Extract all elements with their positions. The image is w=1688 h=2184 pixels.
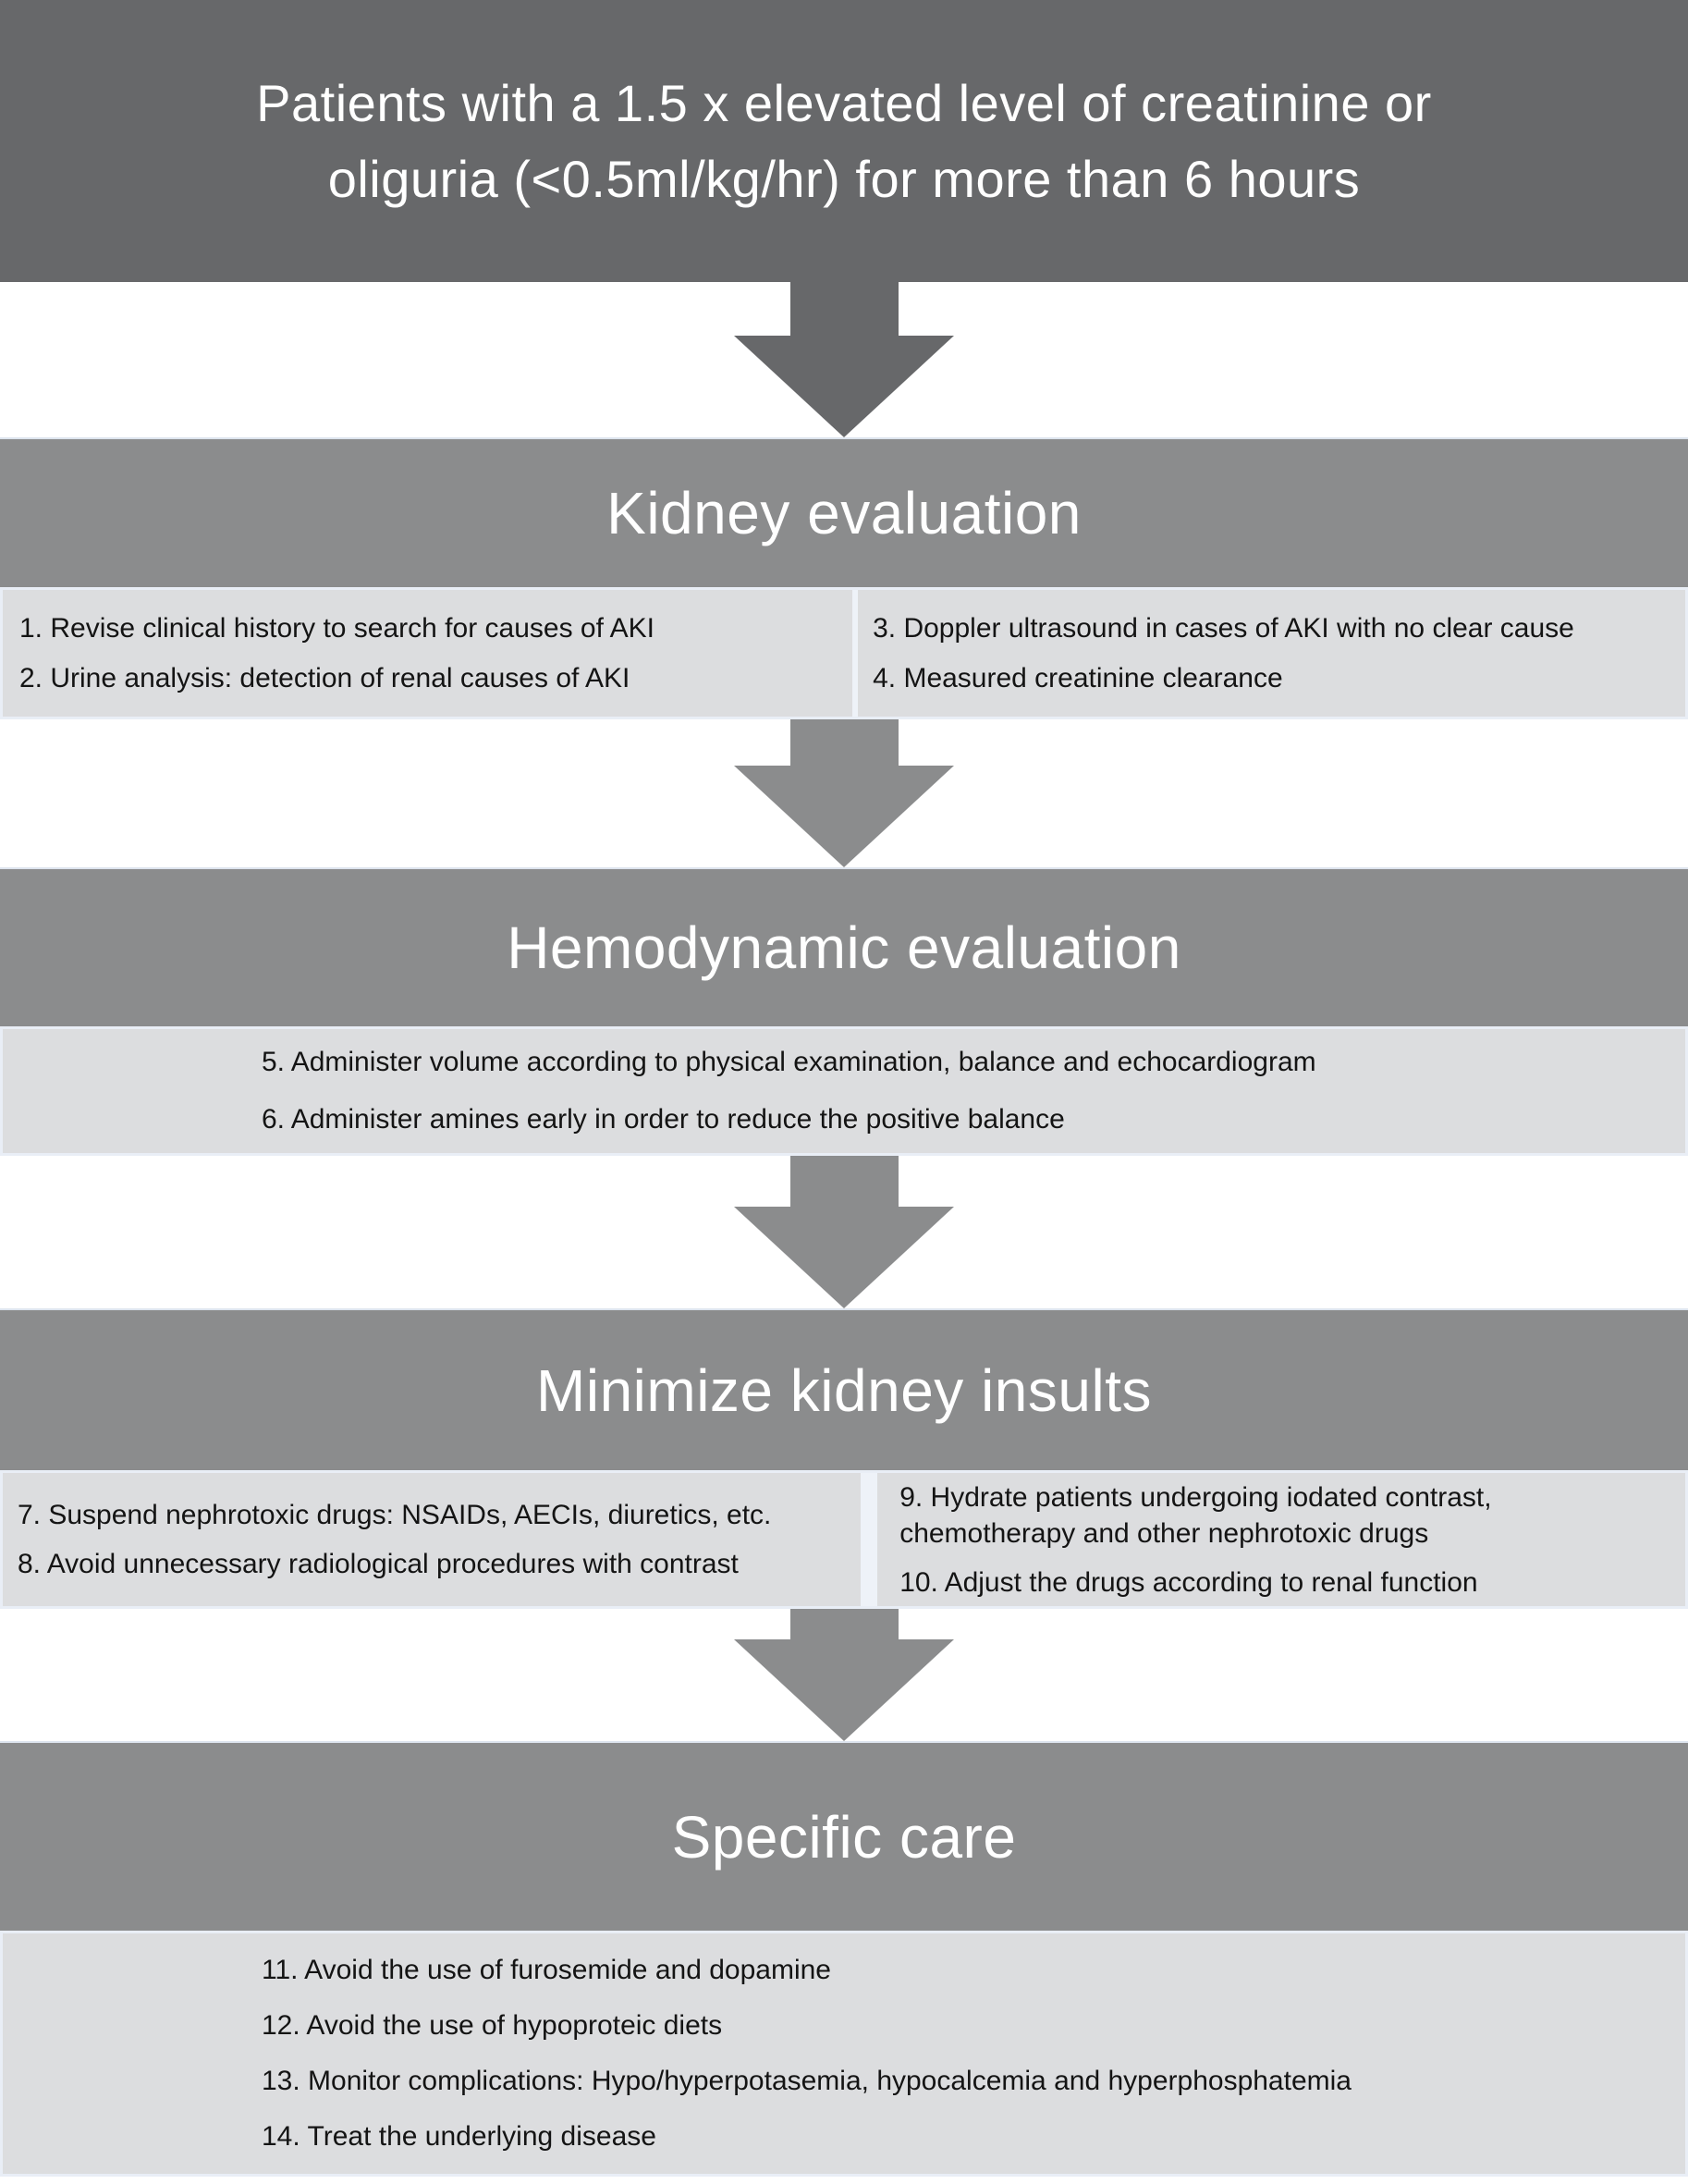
arrow-stem bbox=[789, 282, 899, 336]
step-item-6: 6. Administer amines early in order to r… bbox=[262, 1104, 1065, 1135]
down-arrow-icon bbox=[734, 1609, 954, 1741]
stage-2-items-box: 5. Administer volume according to physic… bbox=[0, 1026, 1688, 1156]
step-item-12: 12. Avoid the use of hypoproteic diets bbox=[262, 2010, 723, 2041]
step-item-10: 10. Adjust the drugs according to renal … bbox=[899, 1566, 1478, 1598]
stage-4-column: 11. Avoid the use of furosemide and dopa… bbox=[3, 1933, 1685, 2174]
start-node: Patients with a 1.5 x elevated level of … bbox=[0, 0, 1688, 282]
step-item-9: 9. Hydrate patients undergoing iodated c… bbox=[899, 1481, 1492, 1549]
stage-1-columns: 1. Revise clinical history to search for… bbox=[3, 590, 1685, 717]
step-item-1: 1. Revise clinical history to search for… bbox=[19, 612, 654, 644]
step-item-11: 11. Avoid the use of furosemide and dopa… bbox=[262, 1955, 831, 1985]
arrow-head bbox=[734, 766, 954, 867]
down-arrow-icon bbox=[734, 282, 954, 437]
stage-4-title: Specific care bbox=[671, 1803, 1017, 1871]
down-arrow-icon bbox=[734, 1156, 954, 1308]
arrow-head bbox=[734, 1639, 954, 1741]
down-arrow-icon bbox=[734, 719, 954, 867]
stage-3-columns: 7. Suspend nephrotoxic drugs: NSAIDs, AE… bbox=[3, 1473, 1685, 1606]
stage-1-items-box: 1. Revise clinical history to search for… bbox=[0, 587, 1688, 719]
stage-3-band: Minimize kidney insults bbox=[0, 1308, 1688, 1470]
step-item-8: 8. Avoid unnecessary radiological proced… bbox=[18, 1549, 739, 1579]
stage-1-title: Kidney evaluation bbox=[606, 480, 1082, 546]
stage-1-column-right: 3. Doppler ultrasound in cases of AKI wi… bbox=[852, 590, 1685, 717]
arrow-stem bbox=[789, 1156, 899, 1207]
stage-3-title: Minimize kidney insults bbox=[536, 1356, 1152, 1424]
stage-1-band: Kidney evaluation bbox=[0, 437, 1688, 587]
step-item-2: 2. Urine analysis: detection of renal ca… bbox=[19, 662, 630, 693]
flow-arrow-2 bbox=[0, 719, 1688, 867]
stage-4-band: Specific care bbox=[0, 1741, 1688, 1931]
arrow-stem bbox=[789, 719, 899, 766]
step-item-13: 13. Monitor complications: Hypo/hyperpot… bbox=[262, 2066, 1352, 2096]
step-item-7: 7. Suspend nephrotoxic drugs: NSAIDs, AE… bbox=[18, 1500, 772, 1530]
arrow-head bbox=[734, 336, 954, 437]
step-item-3: 3. Doppler ultrasound in cases of AKI wi… bbox=[873, 612, 1574, 644]
arrow-head bbox=[734, 1207, 954, 1308]
stage-3-column-right: 9. Hydrate patients undergoing iodated c… bbox=[861, 1473, 1685, 1606]
step-item-14: 14. Treat the underlying disease bbox=[262, 2121, 656, 2152]
stage-2-band: Hemodynamic evaluation bbox=[0, 867, 1688, 1026]
flow-arrow-3 bbox=[0, 1156, 1688, 1308]
arrow-stem bbox=[789, 1609, 899, 1639]
step-item-5: 5. Administer volume according to physic… bbox=[262, 1047, 1316, 1077]
start-node-title: Patients with a 1.5 x elevated level of … bbox=[256, 74, 1432, 208]
step-item-4: 4. Measured creatinine clearance bbox=[873, 662, 1283, 693]
stage-1-column-left: 1. Revise clinical history to search for… bbox=[3, 590, 852, 717]
stage-3-items-box: 7. Suspend nephrotoxic drugs: NSAIDs, AE… bbox=[0, 1470, 1688, 1609]
stage-2-title: Hemodynamic evaluation bbox=[507, 914, 1181, 981]
stage-3-column-left: 7. Suspend nephrotoxic drugs: NSAIDs, AE… bbox=[3, 1473, 861, 1606]
stage-2-column: 5. Administer volume according to physic… bbox=[3, 1029, 1685, 1153]
flow-arrow-1 bbox=[0, 282, 1688, 437]
stage-4-items-box: 11. Avoid the use of furosemide and dopa… bbox=[0, 1931, 1688, 2177]
flow-arrow-4 bbox=[0, 1609, 1688, 1741]
